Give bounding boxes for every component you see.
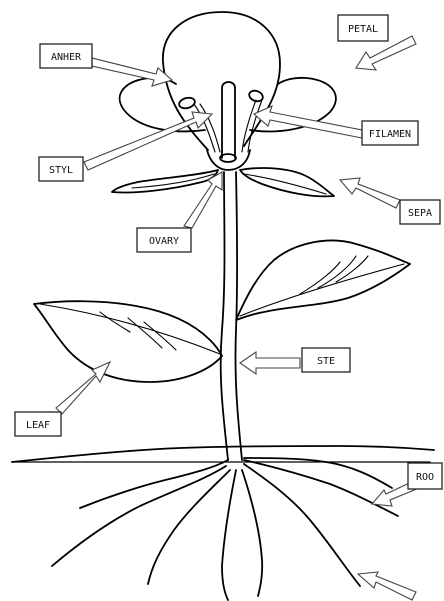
arrow-style <box>84 112 212 170</box>
label-anther-text: ANHER <box>51 52 82 63</box>
arrow-leaf <box>56 362 110 414</box>
label-sepal-text: SEPA <box>408 208 432 219</box>
label-leaf: LEAF <box>15 412 61 436</box>
label-style: STYL <box>39 157 83 181</box>
roots <box>52 458 398 600</box>
label-ovary-text: OVARY <box>149 236 179 247</box>
arrow-lower-root <box>358 572 416 600</box>
label-root-text: ROO <box>416 472 434 483</box>
label-style-text: STYL <box>49 165 73 176</box>
label-sepal: SEPA <box>400 200 440 224</box>
petals <box>120 12 336 150</box>
arrow-filament <box>254 106 362 138</box>
receptacle <box>207 150 250 170</box>
stem <box>221 172 242 460</box>
label-ovary: OVARY <box>137 228 191 252</box>
label-root: ROO <box>408 463 442 489</box>
label-stem-text: STE <box>317 356 335 367</box>
label-petal-text: PETAL <box>348 24 378 35</box>
left-leaf <box>34 301 222 382</box>
soil-line <box>12 446 434 462</box>
label-filament-text: FILAMEN <box>369 129 411 140</box>
label-stem: STE <box>302 348 350 372</box>
label-petal: PETAL <box>338 15 388 41</box>
label-filament: FILAMEN <box>362 121 418 145</box>
label-leaf-text: LEAF <box>26 420 50 431</box>
pistil <box>220 82 236 162</box>
right-leaf <box>236 241 410 320</box>
arrow-stem <box>240 352 300 374</box>
label-anther: ANHER <box>40 44 92 68</box>
arrow-sepal <box>340 178 400 208</box>
sepals <box>112 168 334 196</box>
